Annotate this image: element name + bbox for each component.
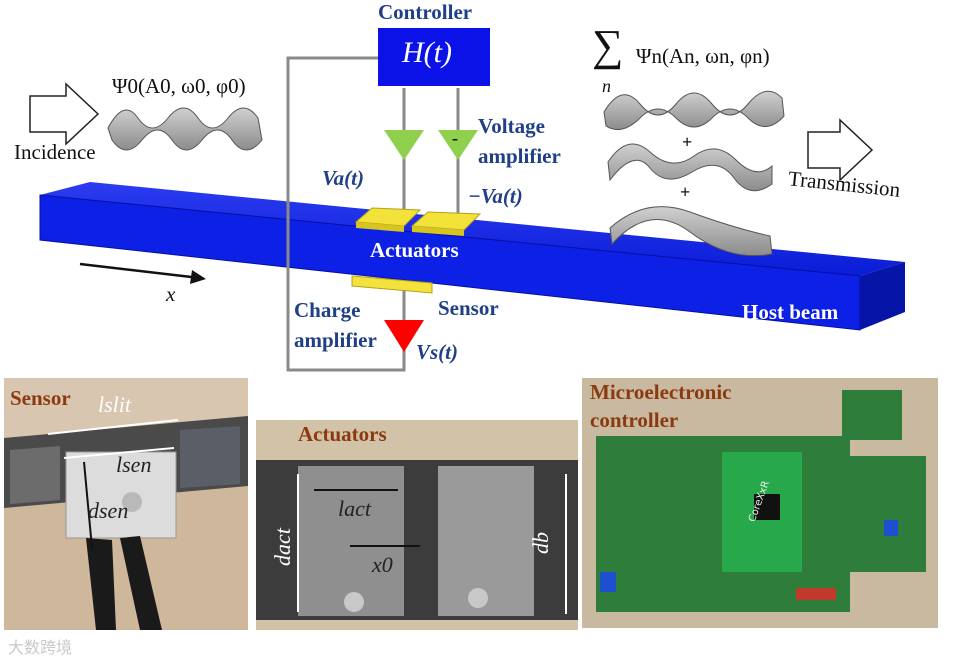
actuator-right-side (412, 226, 464, 236)
l-sen-label: lsen (116, 452, 152, 477)
sum-index: n (602, 76, 611, 96)
voltage-amplifier-line1: Voltage (478, 114, 545, 138)
l-slit-label: lslit (98, 392, 132, 417)
va-amp-triangle (384, 130, 424, 160)
incidence-arrow (29, 82, 100, 146)
actuator-left-side (356, 222, 404, 232)
plus-sign-1: + (682, 132, 693, 152)
d-b-label: db (528, 532, 553, 554)
va-label: Va(t) (322, 166, 364, 190)
actuators-label: Actuators (370, 238, 459, 262)
x0-label: x0 (372, 552, 393, 577)
controller-photo-title-line2: controller (590, 408, 679, 432)
actuators-photo-title: Actuators (298, 422, 387, 446)
sensor-photo (4, 378, 248, 630)
incident-wave (107, 107, 263, 151)
controller-title: Controller (378, 0, 473, 24)
beam-top (40, 182, 905, 276)
charge-amplifier-line1: Charge (294, 298, 361, 322)
transmitted-wave-2 (607, 143, 773, 192)
incidence-label: Incidence (14, 140, 96, 164)
controller-transfer-function: H(t) (402, 36, 452, 69)
beam-end (860, 262, 905, 330)
x-axis-label: x (166, 282, 176, 306)
x-axis-arrowhead (190, 270, 206, 284)
plus-sign-2: + (680, 182, 691, 202)
charge-amplifier-line2: amplifier (294, 328, 377, 352)
sensor-patch (351, 275, 433, 294)
sensor-label: Sensor (438, 296, 499, 320)
transmitted-wave-label: Ψn(An, ωn, φn) (636, 44, 770, 68)
controller-photo-title-line1: Microelectronic (590, 380, 732, 404)
vs-label: Vs(t) (416, 340, 458, 364)
neg-va-amp-triangle (438, 130, 478, 160)
feedback-wire (286, 56, 406, 372)
l-act-label: lact (338, 496, 371, 521)
voltage-amplifier-line2: amplifier (478, 144, 561, 168)
host-beam-label: Host beam (742, 300, 839, 324)
transmitted-wave-3 (609, 206, 773, 257)
x-axis-arrow (79, 262, 201, 280)
sensor-photo-title: Sensor (10, 386, 71, 410)
d-act-label: dact (269, 528, 295, 566)
minus-sign: - (452, 128, 458, 148)
actuators-photo (256, 420, 578, 630)
transmitted-wave-1 (603, 90, 785, 131)
watermark: 大数跨境 (8, 638, 73, 657)
neg-va-label: −Va(t) (468, 184, 523, 208)
incident-wave-label: Ψ0(A0, ω0, φ0) (112, 74, 246, 98)
d-sen-label: dsen (88, 498, 129, 523)
sum-symbol: ∑ (592, 21, 624, 70)
controller-box (378, 28, 490, 86)
transmission-arrow (807, 118, 874, 182)
controller-photo (582, 378, 938, 628)
charge-amp-triangle (384, 320, 424, 352)
